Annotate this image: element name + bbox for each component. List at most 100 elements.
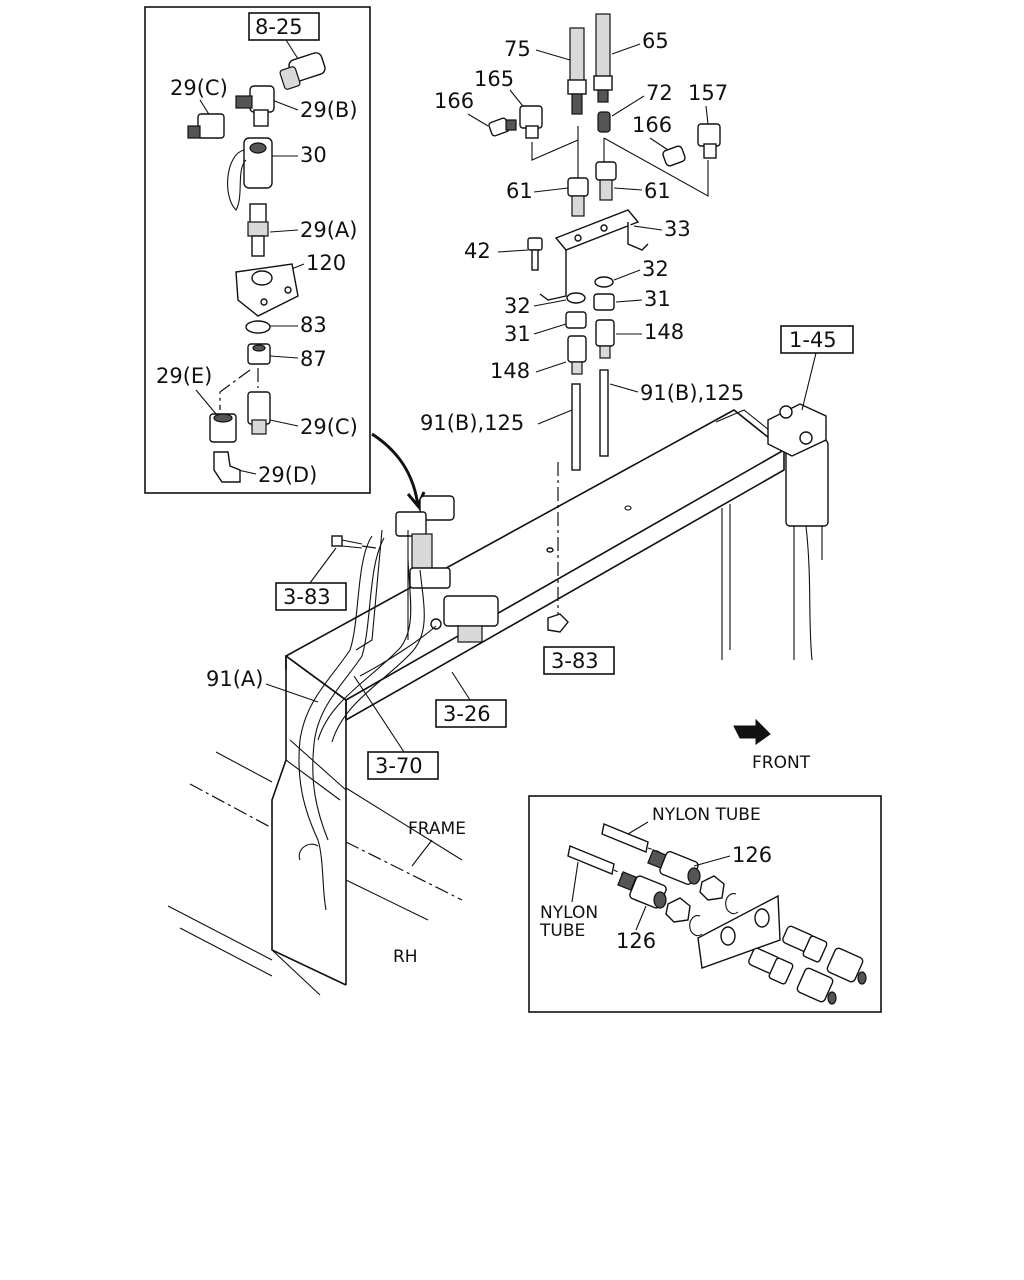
bolt-left (331, 535, 377, 549)
label-166-right[interactable]: 166 (632, 113, 672, 137)
label-157[interactable]: 157 (688, 81, 728, 105)
detail-panel-left: 8-25 29(C) 29(B) 30 29(A) (144, 6, 371, 494)
cap-72 (597, 111, 611, 133)
exploded-hoses: 75 65 165 166 72 (420, 13, 744, 471)
adapter-61-right (595, 161, 617, 201)
label-126-bottom[interactable]: 126 (616, 929, 656, 953)
label-148-right[interactable]: 148 (644, 320, 684, 344)
ref-3-83-right[interactable]: 3-83 (551, 649, 599, 673)
connector-126-upper (647, 849, 701, 885)
sender-part (279, 52, 326, 90)
ref-box-8-25 (248, 12, 320, 41)
label-31-right[interactable]: 31 (644, 287, 671, 311)
ref-box-1-45 (780, 325, 854, 354)
union-29c-bottom (247, 391, 271, 435)
front-arrow-icon (733, 718, 771, 745)
nut-31-right (593, 293, 615, 311)
ref-box-3-26 (435, 699, 507, 728)
label-72[interactable]: 72 (646, 81, 673, 105)
bracket-120 (235, 263, 299, 317)
label-32-right[interactable]: 32 (642, 257, 669, 281)
frame-rails (167, 751, 463, 996)
hose-75 (567, 27, 587, 115)
label-120[interactable]: 120 (306, 251, 346, 275)
tank-1-45 (767, 403, 829, 661)
main-assembly: 1-45 (167, 325, 854, 996)
label-42[interactable]: 42 (464, 239, 491, 263)
label-29c-top[interactable]: 29(C) (170, 76, 228, 100)
label-29c-bottom[interactable]: 29(C) (300, 415, 358, 439)
adapter-61-left (567, 177, 589, 217)
label-32-left[interactable]: 32 (504, 294, 531, 318)
ref-3-26[interactable]: 3-26 (443, 702, 491, 726)
label-33[interactable]: 33 (664, 217, 691, 241)
frame-text: FRAME (408, 819, 466, 839)
valve-assembly (355, 495, 455, 651)
detail-panel-left-border (144, 6, 371, 494)
label-126-top[interactable]: 126 (732, 843, 772, 867)
label-91a[interactable]: 91(A) (206, 667, 263, 691)
union-29c-top (187, 113, 225, 139)
ring-upper (725, 893, 739, 915)
ref-1-45[interactable]: 1-45 (789, 328, 837, 352)
fitting-29a (247, 203, 269, 257)
coupler-right-upper (826, 947, 867, 985)
ref-box-3-83-right (543, 646, 615, 675)
detail-panel-right: NYLON TUBE NYLON TUBE 126 126 (528, 795, 882, 1013)
label-31-left[interactable]: 31 (504, 322, 531, 346)
label-29b[interactable]: 29(B) (300, 98, 358, 122)
bolt-42 (527, 237, 543, 271)
valve-166-right (662, 145, 686, 167)
label-65[interactable]: 65 (642, 29, 669, 53)
cross-member (284, 409, 786, 722)
union-29e (209, 413, 237, 443)
label-166-left[interactable]: 166 (434, 89, 474, 113)
rh-text: RH (393, 947, 418, 967)
valve-30 (227, 137, 273, 211)
union-right-upper (782, 925, 828, 963)
junction-block (430, 595, 499, 643)
label-61-left[interactable]: 61 (506, 179, 533, 203)
label-91b-left[interactable]: 91(B),125 (420, 411, 524, 435)
bracket-33 (539, 209, 649, 301)
tube-91b-right (599, 369, 609, 457)
pipe-91a (298, 535, 437, 911)
elbow-165 (519, 105, 543, 139)
ref-3-70[interactable]: 3-70 (375, 754, 423, 778)
nut-31-left (565, 311, 587, 329)
washer-83 (245, 320, 271, 334)
label-165[interactable]: 165 (474, 67, 514, 91)
label-83[interactable]: 83 (300, 313, 327, 337)
ref-box-3-70 (367, 751, 439, 780)
label-29a[interactable]: 29(A) (300, 218, 357, 242)
label-87[interactable]: 87 (300, 347, 327, 371)
nylon-tube-lower (567, 845, 615, 875)
label-148-left[interactable]: 148 (490, 359, 530, 383)
ref-8-25[interactable]: 8-25 (255, 15, 303, 39)
elbow-29d (213, 451, 241, 483)
nylon-tube-top-text: NYLON TUBE (652, 805, 761, 825)
label-61-right[interactable]: 61 (644, 179, 671, 203)
label-29d[interactable]: 29(D) (258, 463, 317, 487)
union-right-lower (748, 947, 794, 985)
front-text: FRONT (752, 753, 811, 773)
ring-lower (689, 915, 703, 937)
ring-32-right (594, 276, 614, 288)
coupler-right-lower (796, 967, 837, 1005)
label-30[interactable]: 30 (300, 143, 327, 167)
detail-pointer-arrow (371, 432, 426, 511)
label-91b-right[interactable]: 91(B),125 (640, 381, 744, 405)
elbow-29b (235, 85, 275, 127)
ref-3-83-left[interactable]: 3-83 (283, 585, 331, 609)
connector-126-lower (617, 871, 667, 909)
side-frame (271, 655, 347, 986)
nut-3-83-main (547, 613, 569, 633)
connector-148-left (567, 335, 587, 375)
label-75[interactable]: 75 (504, 37, 531, 61)
label-29e[interactable]: 29(E) (156, 364, 212, 388)
bracket-plate (697, 894, 781, 969)
nut-upper (699, 875, 725, 901)
valve-166-left (488, 117, 517, 137)
detail-panel-right-border (528, 795, 882, 1013)
